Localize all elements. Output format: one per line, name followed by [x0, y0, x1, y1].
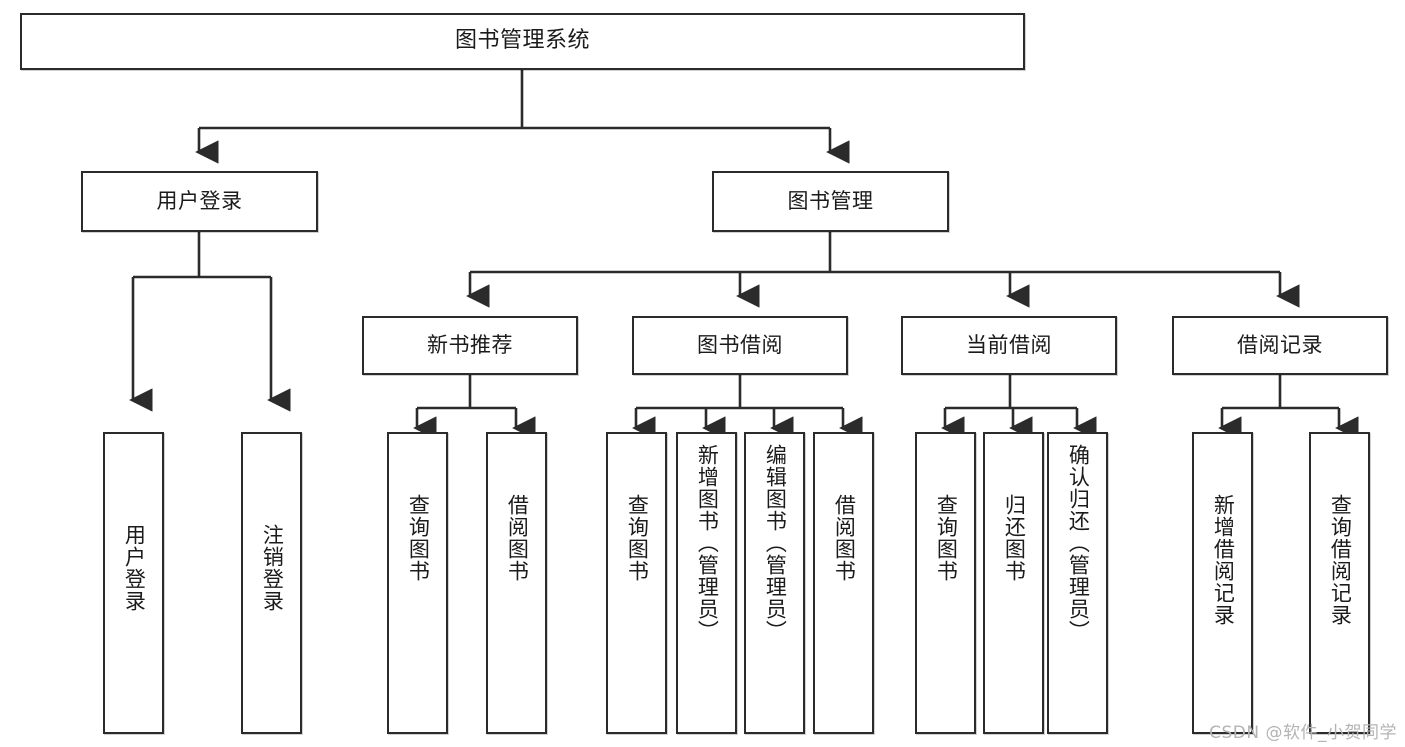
node-label: 图书管理系统 — [454, 28, 590, 54]
node-leaf-borrow-record-add-record[interactable]: 新增借阅记录 — [1192, 432, 1253, 734]
node-user-login[interactable]: 用户登录 — [81, 171, 318, 232]
node-label: 查询图书 — [406, 494, 431, 582]
node-label: 查询借阅记录 — [1328, 494, 1353, 626]
node-leaf-book-borrow-borrow-book[interactable]: 借阅图书 — [813, 432, 874, 734]
node-label: 用户登录 — [156, 188, 243, 213]
node-label: 查询图书 — [625, 494, 650, 582]
node-leaf-user-login-login[interactable]: 用户登录 — [103, 432, 164, 734]
node-label: 确认归还（管理员） — [1066, 444, 1091, 642]
node-book-borrow[interactable]: 图书借阅 — [632, 316, 848, 375]
node-new-book-recommend[interactable]: 新书推荐 — [362, 316, 578, 375]
node-leaf-current-borrow-confirm-return-admin[interactable]: 确认归还（管理员） — [1047, 432, 1108, 734]
node-root-book-management-system[interactable]: 图书管理系统 — [20, 13, 1025, 70]
node-label: 查询图书 — [934, 494, 959, 582]
node-label: 注销登录 — [260, 524, 285, 612]
node-label: 新增图书（管理员） — [695, 444, 720, 642]
node-label: 借阅图书 — [832, 494, 857, 582]
node-leaf-user-login-logout[interactable]: 注销登录 — [241, 432, 302, 734]
node-leaf-book-borrow-add-book-admin[interactable]: 新增图书（管理员） — [676, 432, 737, 734]
node-leaf-book-borrow-query-book[interactable]: 查询图书 — [606, 432, 667, 734]
node-leaf-new-book-query-book[interactable]: 查询图书 — [387, 432, 448, 734]
node-label: 图书管理 — [787, 188, 874, 213]
node-label: 新书推荐 — [427, 332, 513, 357]
node-label: 借阅记录 — [1237, 332, 1323, 357]
node-book-management[interactable]: 图书管理 — [712, 171, 949, 232]
node-label: 新增借阅记录 — [1211, 494, 1236, 626]
node-borrow-record[interactable]: 借阅记录 — [1172, 316, 1388, 375]
node-leaf-current-borrow-query-book[interactable]: 查询图书 — [915, 432, 976, 734]
node-leaf-current-borrow-return-book[interactable]: 归还图书 — [983, 432, 1044, 734]
node-label: 归还图书 — [1002, 494, 1027, 582]
node-label: 用户登录 — [122, 524, 147, 612]
node-label: 图书借阅 — [697, 332, 783, 357]
node-leaf-book-borrow-edit-book-admin[interactable]: 编辑图书（管理员） — [744, 432, 805, 734]
node-current-borrow[interactable]: 当前借阅 — [901, 316, 1117, 375]
node-label: 编辑图书（管理员） — [763, 444, 788, 642]
node-leaf-new-book-borrow-book[interactable]: 借阅图书 — [486, 432, 547, 734]
watermark-text: CSDN @软件_小贺同学 — [1209, 723, 1397, 743]
node-label: 当前借阅 — [966, 332, 1052, 357]
node-leaf-borrow-record-query-record[interactable]: 查询借阅记录 — [1309, 432, 1370, 734]
node-label: 借阅图书 — [505, 494, 530, 582]
